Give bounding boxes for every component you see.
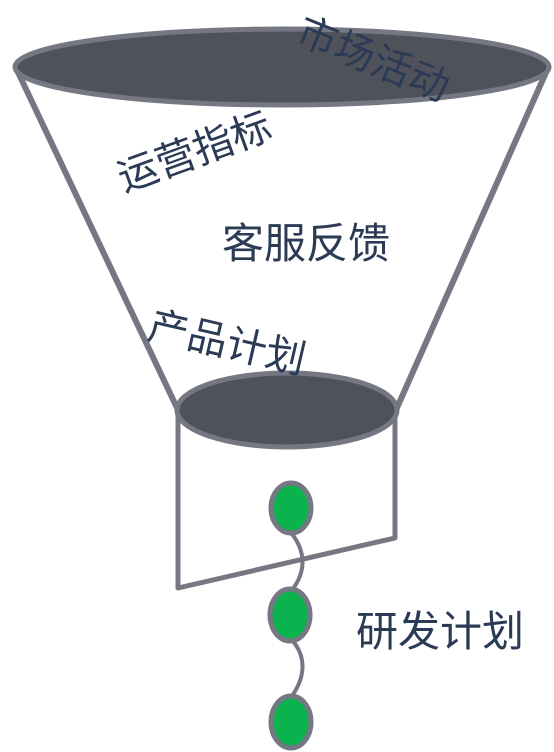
chain-node-2 <box>267 586 313 644</box>
label-operations: 运营指标 <box>112 103 278 201</box>
funnel-spout-opening <box>174 370 400 450</box>
chain-node-3 <box>268 693 314 751</box>
chain-node-1 <box>268 480 314 536</box>
label-product-plan: 产品计划 <box>144 303 310 384</box>
funnel-cone <box>13 65 551 413</box>
label-customer-service: 客服反馈 <box>222 219 390 268</box>
chain-connector-1 <box>290 532 305 592</box>
funnel-top-rim <box>12 26 552 108</box>
chain-connector-2 <box>290 638 305 698</box>
label-rd-plan: 研发计划 <box>356 607 524 656</box>
